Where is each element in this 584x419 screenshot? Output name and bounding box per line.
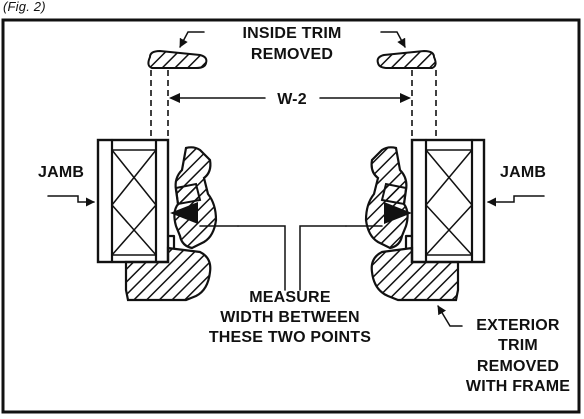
jamb-left	[96, 138, 170, 264]
exterior-trim-right	[370, 234, 460, 302]
exterior-trim-left	[124, 234, 212, 302]
jamb-right-label: JAMB	[500, 164, 546, 181]
inside-trim-left	[147, 49, 208, 69]
sash-right	[364, 146, 409, 250]
jamb-right-leader	[487, 195, 545, 207]
exterior-label-line3: REMOVED	[477, 358, 559, 375]
measure-bracket	[237, 225, 347, 291]
inside-trim-right	[376, 49, 437, 69]
diagram-border	[1, 18, 581, 414]
measure-label-line2: WIDTH BETWEEN	[220, 309, 359, 326]
measure-arrow-right	[384, 202, 412, 224]
exterior-leader	[437, 305, 463, 327]
jamb-left-label: JAMB	[38, 164, 84, 181]
measure-arrow-left	[170, 202, 198, 224]
inside-trim-leader-left	[179, 31, 205, 48]
inside-trim-label-line2: REMOVED	[251, 46, 333, 63]
exterior-label-line4: WITH FRAME	[466, 378, 570, 395]
measure-label-line1: MEASURE	[249, 289, 331, 306]
inside-trim-leader-right	[380, 31, 406, 48]
dimension-line	[169, 93, 411, 103]
dimension-label: W-2	[277, 91, 307, 108]
jamb-left-leader	[47, 195, 95, 207]
exterior-label-line2: TRIM	[498, 337, 538, 354]
inside-trim-label-line1: INSIDE TRIM	[242, 25, 341, 42]
sash-left	[173, 146, 218, 250]
measure-label-line3: THESE TWO POINTS	[209, 329, 371, 346]
jamb-right	[410, 138, 486, 264]
exterior-label-line1: EXTERIOR	[476, 317, 560, 334]
caption-fragment: (Fig. 2)	[3, 0, 46, 14]
